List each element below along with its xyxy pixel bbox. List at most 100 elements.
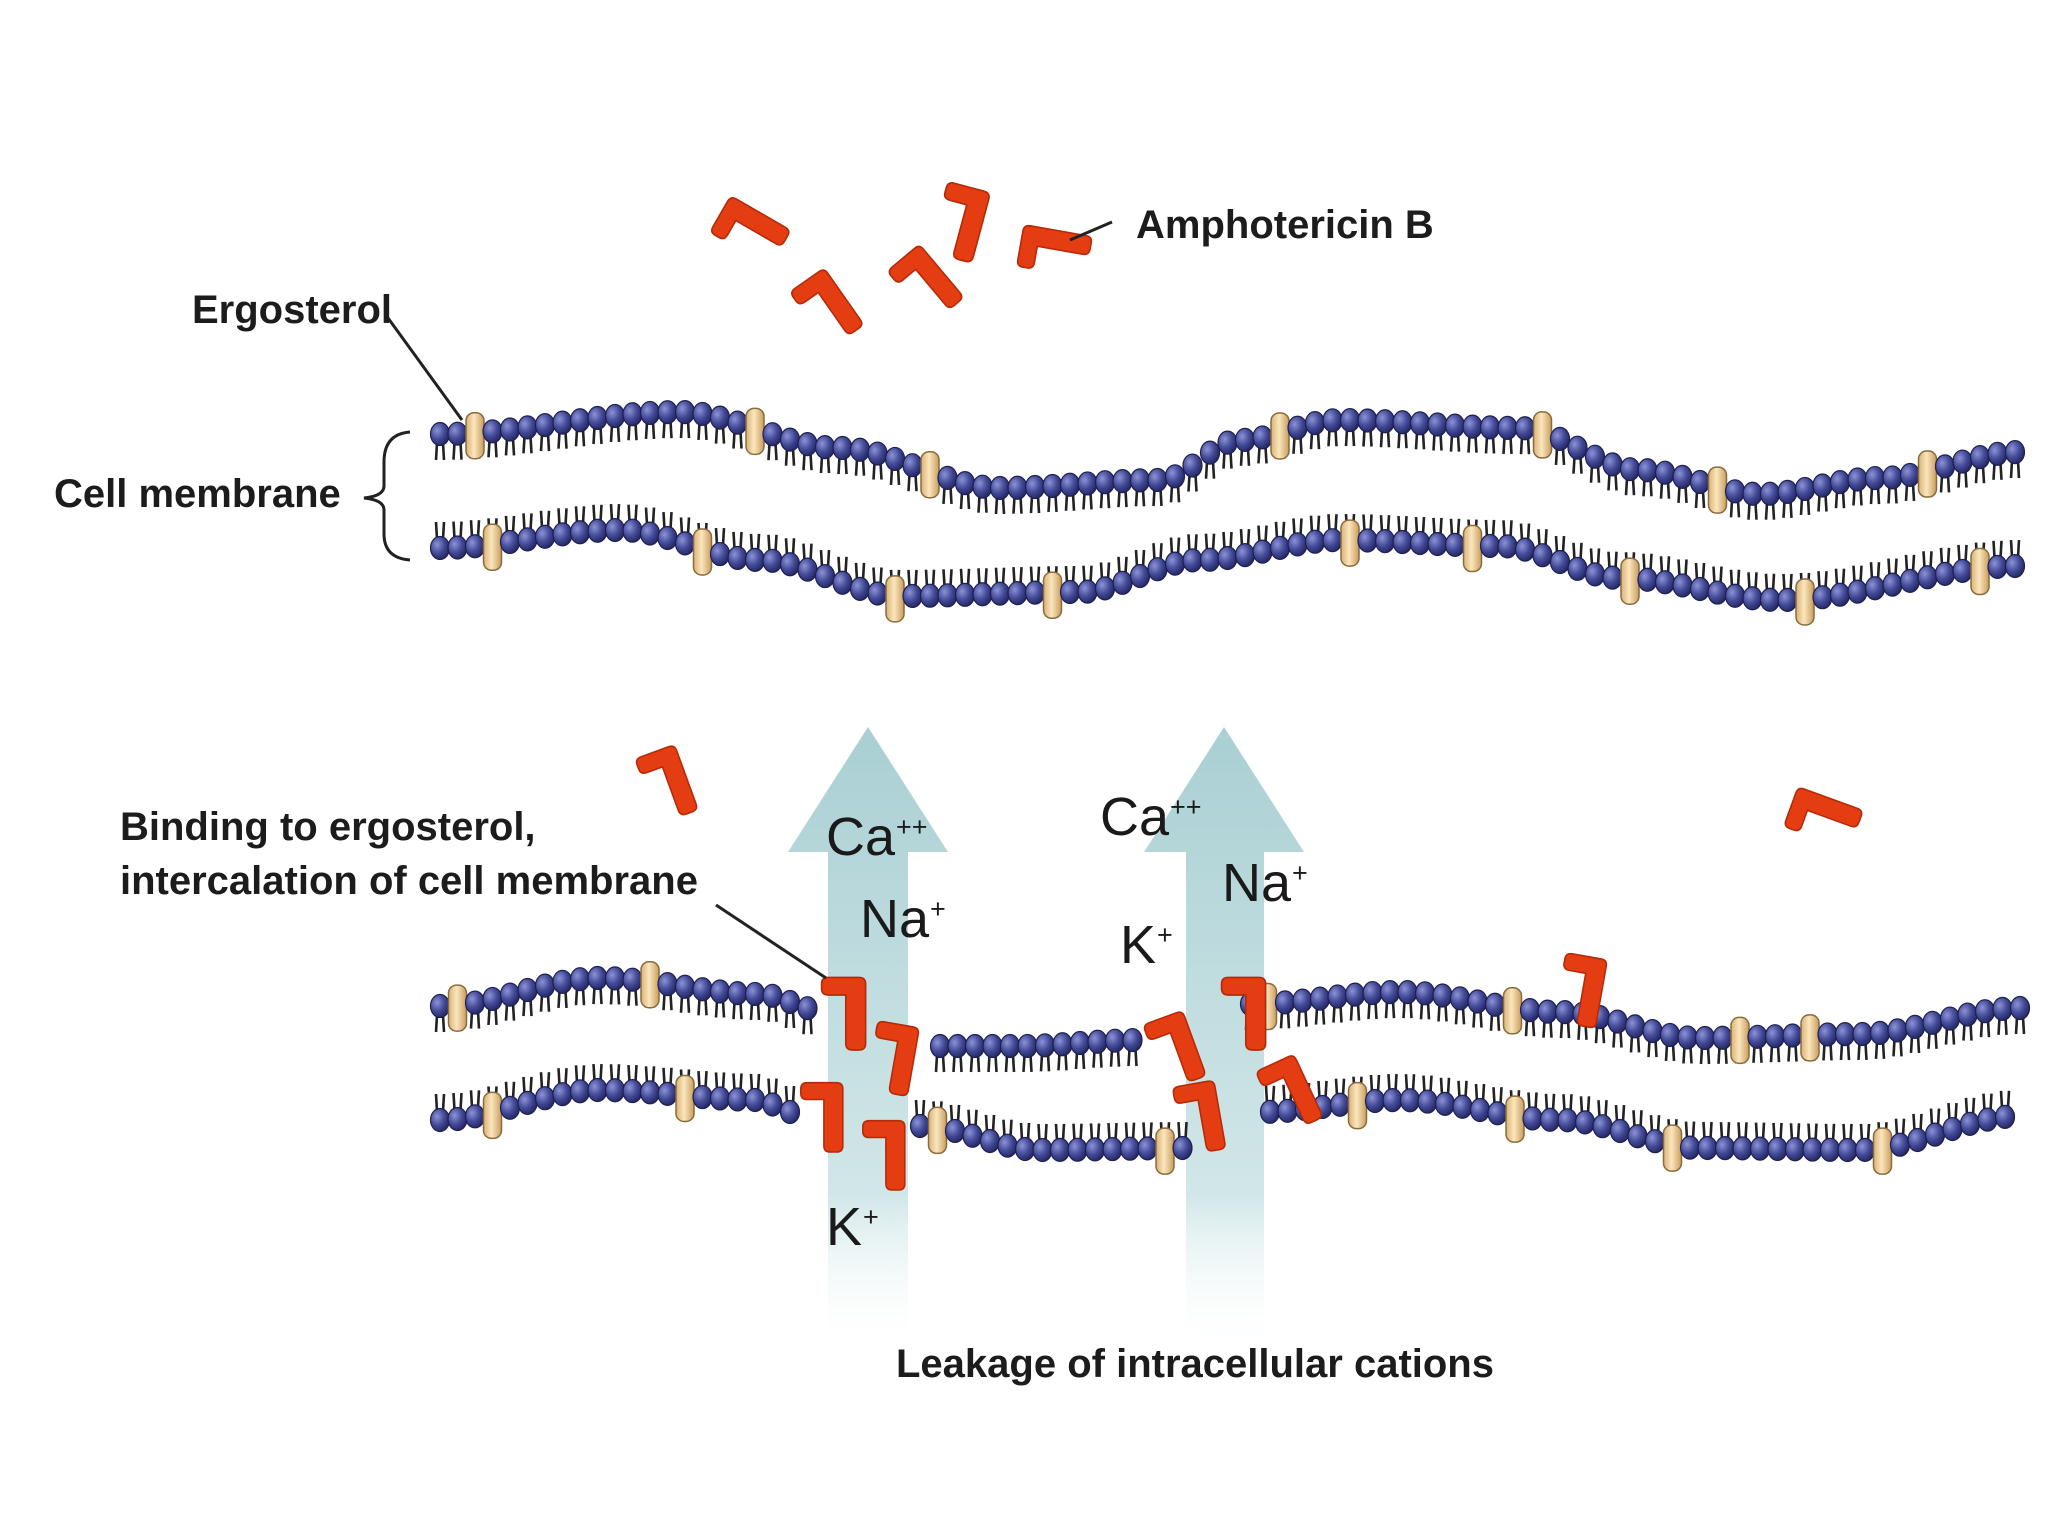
lipid-tail: [1999, 1090, 2011, 1108]
lipid-tail: [1629, 1035, 1641, 1053]
phospholipid-head: [902, 453, 923, 478]
lipid-tail: [452, 521, 463, 539]
lipid-tail: [1022, 1054, 1033, 1073]
phospholipid-head: [622, 967, 643, 992]
lipid-tail: [627, 423, 638, 441]
phospholipid-head: [1087, 1029, 1108, 1054]
lipid-tail: [1187, 534, 1198, 552]
phospholipid-head: [1607, 1009, 1628, 1034]
lipid-tail: [1384, 1001, 1396, 1019]
phospholipid-head: [1837, 1137, 1858, 1163]
phospholipid-head: [1392, 529, 1413, 555]
lipid-tail: [1239, 529, 1251, 547]
phospholipid-head: [937, 583, 958, 608]
phospholipid-head: [1794, 476, 1816, 502]
phospholipid-head: [1732, 1136, 1753, 1161]
phospholipid-head: [1452, 1094, 1473, 1119]
phospholipid-head: [1539, 1107, 1561, 1132]
phospholipid-head: [1199, 440, 1221, 465]
lipid-tail: [872, 567, 883, 585]
phospholipid-head: [832, 570, 853, 595]
phospholipid-head: [1689, 469, 1711, 495]
lipid-tail: [1402, 1001, 1413, 1019]
phospholipid-head: [1469, 1097, 1491, 1123]
phospholipid-head: [692, 401, 713, 427]
lipid-tail: [1432, 433, 1443, 451]
phospholipid-head: [1994, 1104, 2016, 1129]
phospholipid-head: [1742, 481, 1763, 506]
phospholipid-head: [972, 474, 993, 499]
lipid-tail: [784, 538, 796, 556]
phospholipid-head: [1549, 549, 1571, 575]
phospholipid-head: [1199, 547, 1221, 572]
phospholipid-head: [604, 966, 626, 991]
phospholipid-head: [1007, 581, 1028, 606]
lipid-tail: [574, 988, 586, 1006]
phospholipid-head: [429, 1107, 451, 1133]
ergosterol-molecule: [1970, 547, 1990, 596]
phospholipid-head: [867, 441, 888, 466]
ion-calcium-1: Ca++: [826, 807, 928, 867]
lipid-tail: [1887, 486, 1898, 504]
lipid-tail: [609, 987, 621, 1005]
lipid-tail: [1169, 485, 1181, 503]
phospholipid-head: [1644, 1129, 1666, 1154]
phospholipid-head: [429, 993, 451, 1019]
phospholipid-head: [1864, 465, 1886, 491]
lipid-tail: [1239, 448, 1251, 466]
phospholipid-head: [1104, 1028, 1126, 1053]
lipid-tail: [592, 504, 603, 522]
phospholipid-head: [1974, 999, 1996, 1024]
lipid-tail: [504, 1003, 516, 1021]
phospholipid-head: [1137, 1136, 1158, 1161]
ergosterol-molecule: [675, 1074, 695, 1123]
phospholipid-head: [1782, 1023, 1803, 1048]
phospholipid-head: [1654, 570, 1676, 595]
phospholipid-head: [1847, 467, 1868, 492]
ergosterol-molecule: [482, 523, 503, 572]
phospholipid-head: [1129, 468, 1151, 493]
lipid-tail: [1957, 544, 1968, 562]
lipid-tail: [609, 503, 621, 522]
phospholipid-head: [674, 974, 696, 999]
phospholipid-head: [1269, 535, 1291, 560]
lipid-tail: [539, 510, 551, 528]
amphotericin-molecules: [635, 182, 1863, 1191]
phospholipid-head: [964, 1033, 986, 1059]
lipid-tail: [1892, 1039, 1903, 1057]
phospholipid-head: [622, 402, 643, 427]
lipid-tail: [1677, 485, 1688, 503]
lipid-tail: [1822, 1043, 1833, 1061]
lipid-tail: [452, 442, 463, 460]
amphotericin-b-molecule: [800, 1081, 844, 1153]
phospholipid-head: [1627, 1124, 1648, 1149]
phospholipid-head: [587, 965, 608, 991]
phospholipid-head: [1904, 1014, 1926, 1039]
ergosterol-molecule: [1270, 412, 1290, 460]
phospholipid-head: [1024, 474, 1046, 500]
phospholipid-head: [657, 525, 678, 551]
lipid-tail: [942, 486, 953, 504]
lipid-tail: [1922, 551, 1933, 569]
phospholipid-head: [1497, 415, 1518, 440]
lipid-tail: [1929, 1108, 1941, 1126]
lipid-tail: [2014, 1016, 2026, 1035]
lipid-tail: [732, 431, 743, 449]
lipid-tail: [1939, 475, 1951, 493]
lipid-tail: [1939, 547, 1951, 565]
lipid-tail: [1614, 1104, 1626, 1123]
lipid-tail: [1562, 1094, 1573, 1112]
lipid-tail: [504, 1081, 516, 1099]
ergosterol-molecule: [1662, 1124, 1683, 1172]
ergosterol-molecule: [1707, 466, 1728, 514]
phospholipid-head: [499, 529, 521, 555]
phospholipid-head: [1584, 444, 1606, 469]
lipid-tail: [1502, 520, 1513, 538]
ion-potassium-2: K+: [1120, 915, 1173, 975]
lipid-tail: [802, 1017, 813, 1035]
lipid-tail: [1894, 1118, 1906, 1136]
phospholipid-head: [1759, 587, 1781, 612]
amphotericin-b-molecule: [1172, 1080, 1226, 1152]
phospholipid-head: [849, 576, 871, 601]
amphotericin-b-molecule: [875, 1020, 920, 1097]
